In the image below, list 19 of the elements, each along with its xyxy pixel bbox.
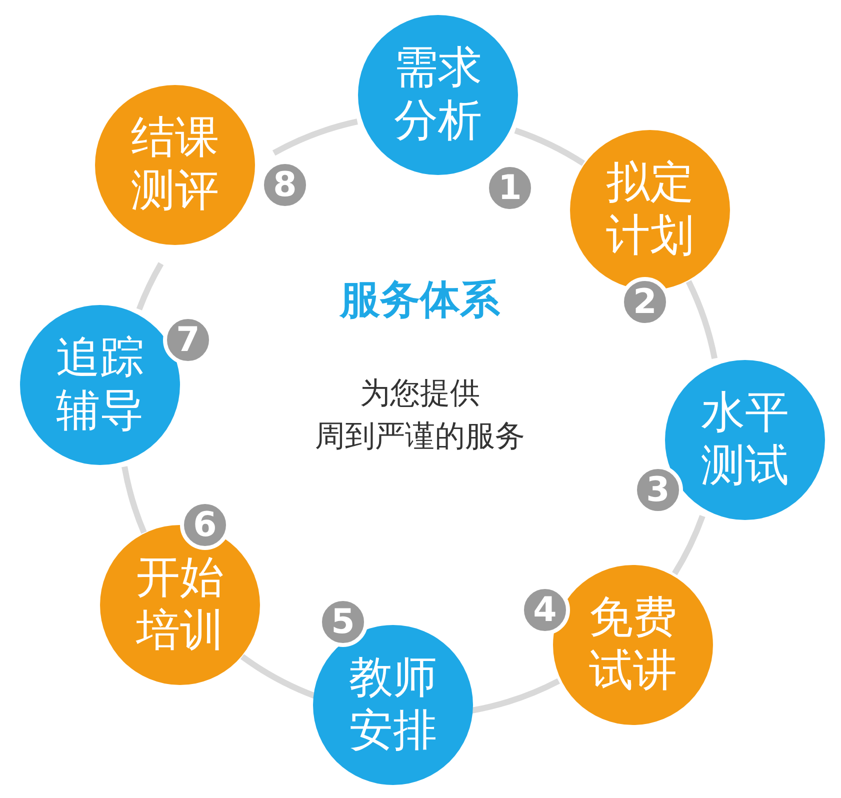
step-label: 拟定计划 <box>605 157 695 263</box>
step-label: 开始培训 <box>134 552 225 658</box>
ring-connector <box>272 118 358 156</box>
step-label: 水平测试 <box>700 387 790 493</box>
ring-connector <box>514 128 585 166</box>
center-title: 服务体系 <box>338 276 501 325</box>
ring-connector <box>136 262 164 310</box>
step-label: 教师安排 <box>348 652 438 758</box>
center-text: 为您提供 <box>359 375 481 413</box>
ring-connector <box>240 654 316 699</box>
step-label: 结课测评 <box>130 112 220 218</box>
ring-connector <box>471 678 560 714</box>
step-label: 需求分析 <box>393 42 483 148</box>
center-text: 周到严谨的服务 <box>314 418 526 456</box>
step-label: 免费试讲 <box>588 592 678 698</box>
ring-connector <box>122 466 147 534</box>
ring-connector <box>672 514 706 576</box>
ring-connector <box>686 280 718 360</box>
step-label: 追踪辅导 <box>55 332 145 438</box>
